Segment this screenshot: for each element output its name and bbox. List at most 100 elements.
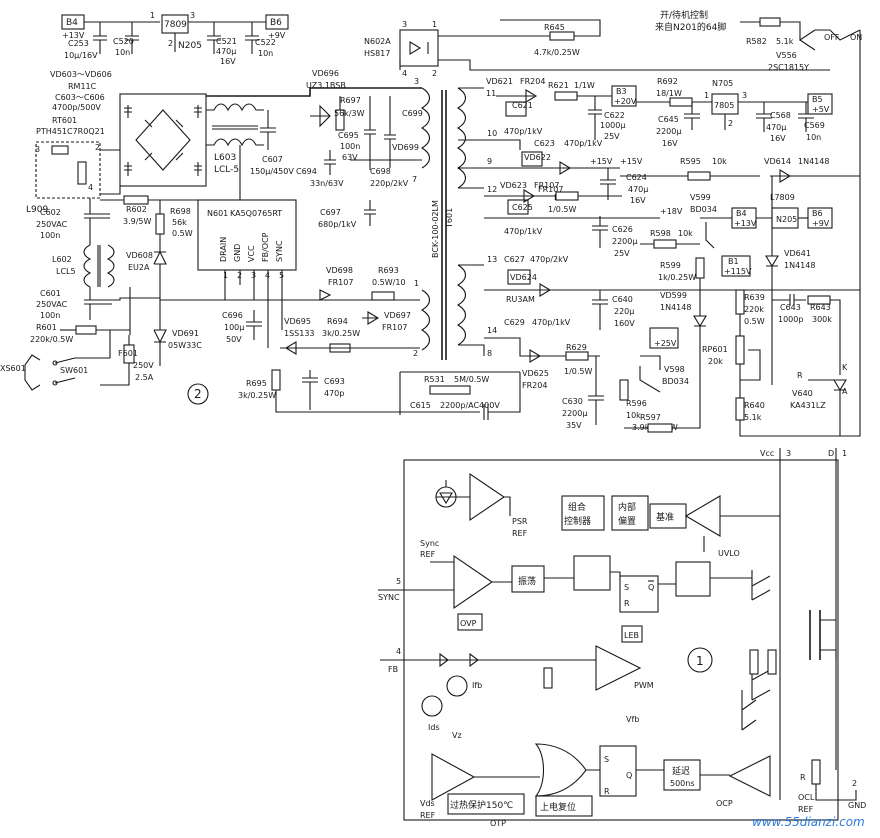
svg-text:C521: C521	[216, 37, 237, 46]
optocoupler-section: 3 1 4 2 N602A HS817 R645 4.7k/0.25W	[364, 19, 830, 78]
transformer-ref: T601	[445, 208, 454, 229]
svg-text:C697: C697	[320, 208, 341, 217]
svg-text:BD034: BD034	[690, 205, 717, 214]
svg-text:680p/1kV: 680p/1kV	[318, 220, 357, 229]
svg-text:REF: REF	[512, 529, 528, 538]
svg-text:220μ: 220μ	[614, 307, 634, 316]
b2-connector	[649, 327, 679, 349]
svg-text:C615: C615	[410, 401, 431, 410]
svg-text:14: 14	[487, 326, 497, 335]
svg-text:V556: V556	[776, 51, 797, 60]
sr-latch-2	[599, 745, 637, 797]
svg-text:A: A	[842, 387, 848, 396]
svg-text:FR107: FR107	[534, 181, 559, 190]
sr-latch	[619, 575, 659, 613]
svg-text:1: 1	[842, 449, 847, 458]
svg-text:LCL-5: LCL-5	[214, 165, 239, 175]
internal-bias-box	[611, 495, 649, 531]
svg-text:C645: C645	[658, 115, 679, 124]
svg-text:R598: R598	[650, 229, 671, 238]
svg-text:C603～C606: C603～C606	[55, 93, 105, 102]
svg-text:VD624: VD624	[510, 273, 537, 282]
svg-text:20k: 20k	[708, 357, 723, 366]
svg-text:N705: N705	[712, 79, 733, 88]
bridge-diamond	[135, 109, 191, 171]
svg-text:SYNC: SYNC	[275, 240, 284, 262]
svg-text:REF: REF	[420, 550, 436, 559]
svg-text:Vcc: Vcc	[760, 449, 774, 458]
svg-text:VD621: VD621	[486, 77, 513, 86]
svg-text:RP601: RP601	[702, 345, 728, 354]
svg-text:HS817: HS817	[364, 49, 390, 58]
svg-text:DRAIN: DRAIN	[219, 237, 228, 262]
svg-text:16V: 16V	[220, 57, 236, 66]
svg-text:4700p/500V: 4700p/500V	[52, 103, 101, 112]
svg-text:33n/63V: 33n/63V	[310, 179, 344, 188]
svg-text:25V: 25V	[614, 249, 630, 258]
svg-text:L603: L603	[214, 153, 236, 163]
svg-text:R: R	[797, 371, 803, 380]
bridge-rectifier-frame	[119, 93, 207, 187]
svg-text:3k/0.25W: 3k/0.25W	[238, 391, 276, 400]
svg-text:R: R	[624, 599, 630, 608]
svg-text:VD695: VD695	[284, 317, 311, 326]
svg-text:470p/1kV: 470p/1kV	[532, 318, 571, 327]
svg-text:N601: N601	[207, 209, 228, 218]
svg-text:C699: C699	[402, 109, 423, 118]
svg-text:C629: C629	[504, 318, 525, 327]
svg-text:1N4148: 1N4148	[660, 303, 691, 312]
svg-text:PWM: PWM	[634, 681, 654, 690]
oscillator-box	[511, 565, 545, 593]
svg-text:K: K	[842, 363, 848, 372]
svg-text:10k: 10k	[678, 229, 693, 238]
svg-text:OFF: OFF	[824, 33, 840, 42]
svg-text:C693: C693	[324, 377, 345, 386]
svg-text:1k/0.25W: 1k/0.25W	[658, 273, 696, 282]
svg-text:25V: 25V	[604, 132, 620, 141]
svg-text:R697: R697	[340, 96, 361, 105]
sync-comparator	[453, 554, 493, 610]
svg-text:1SS133: 1SS133	[284, 329, 315, 338]
svg-text:C621: C621	[512, 101, 533, 110]
svg-text:FB/OCP: FB/OCP	[261, 232, 270, 262]
svg-text:VD614: VD614	[764, 157, 791, 166]
svg-text:16V: 16V	[662, 139, 678, 148]
svg-text:Sync: Sync	[420, 539, 439, 548]
right-regulation-section: R692 18/1W N705 7805 1 3 2 B5 +5V C645 2…	[619, 30, 861, 437]
svg-text:10k: 10k	[626, 411, 641, 420]
svg-text:3: 3	[414, 77, 419, 86]
power-on-reset-box	[535, 795, 593, 817]
svg-text:100n: 100n	[340, 142, 360, 151]
svg-text:4: 4	[88, 183, 93, 192]
svg-text:R698: R698	[170, 207, 191, 216]
svg-text:R695: R695	[246, 379, 267, 388]
gate-1	[573, 555, 611, 591]
svg-text:C607: C607	[262, 155, 283, 164]
svg-text:OVP: OVP	[460, 619, 477, 628]
b3-connector	[611, 85, 637, 107]
svg-text:FR107: FR107	[538, 185, 563, 194]
svg-text:1: 1	[432, 20, 437, 29]
svg-text:VD698: VD698	[326, 266, 353, 275]
svg-text:B1: B1	[728, 257, 739, 266]
svg-text:FR107: FR107	[328, 278, 353, 287]
svg-text:GND: GND	[848, 801, 866, 810]
svg-text:470μ: 470μ	[216, 47, 236, 56]
svg-text:10: 10	[487, 129, 497, 138]
svg-text:C602: C602	[40, 208, 61, 217]
svg-text:OCL: OCL	[798, 793, 815, 802]
svg-text:C695: C695	[338, 131, 359, 140]
input-filter-section: VD603～VD606 RM11C C603～C606 4700p/500V R…	[0, 70, 264, 391]
ocp-comparator	[728, 755, 771, 797]
svg-text:PSR: PSR	[512, 517, 528, 526]
svg-text:R694: R694	[327, 317, 348, 326]
svg-text:2: 2	[95, 143, 100, 152]
svg-text:470p/1kV: 470p/1kV	[504, 127, 543, 136]
svg-text:UZ3.1BSB: UZ3.1BSB	[306, 81, 346, 90]
svg-text:GND: GND	[233, 244, 242, 262]
svg-text:C253: C253	[68, 39, 89, 48]
svg-text:+9V: +9V	[812, 219, 830, 228]
svg-text:B6: B6	[812, 209, 823, 218]
svg-text:250V: 250V	[133, 361, 154, 370]
svg-text:VD691: VD691	[172, 329, 199, 338]
